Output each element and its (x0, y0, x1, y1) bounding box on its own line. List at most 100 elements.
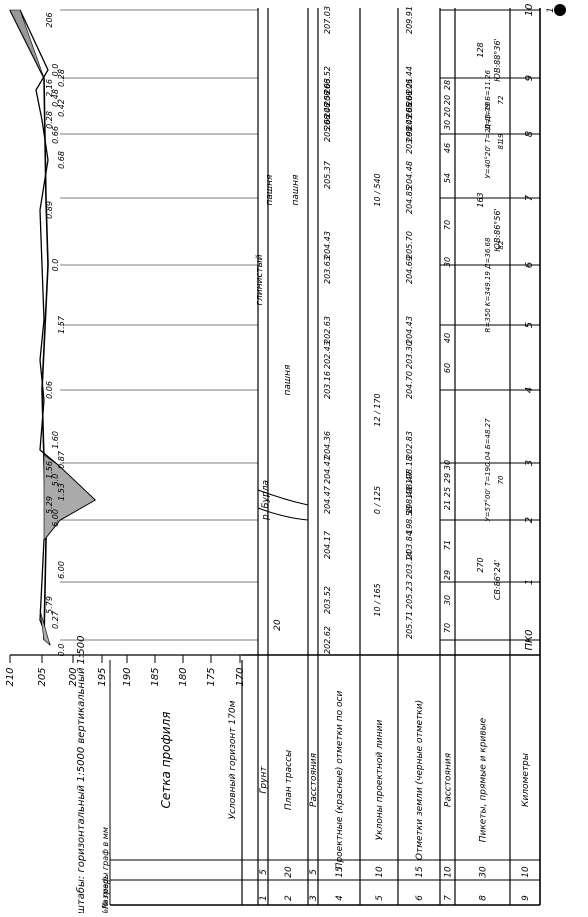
ground-elevation: 198.18 (405, 456, 414, 484)
distance-label: 30 (443, 120, 452, 130)
row-number: 3 (309, 895, 319, 901)
design-elevation: 202.62 (323, 626, 332, 654)
river-bank (257, 489, 309, 506)
terrain-profile (9, 9, 309, 646)
ground-elevation: 203.94 (405, 126, 414, 154)
distance-label: 60 (443, 363, 452, 373)
work-mark: 0.89 (45, 201, 54, 219)
design-elevation: 207.03 (323, 6, 332, 34)
row-size: 10 (444, 866, 454, 878)
design-elevation: 206.47 (323, 101, 332, 130)
design-elevation: 202.63 (323, 316, 332, 344)
curve-label: Д=6.79 Б=11.26 (484, 70, 492, 131)
row-number: 1 (259, 895, 269, 901)
header-no: №№ граф (101, 877, 110, 913)
distance-label: 29 (443, 570, 452, 580)
distance-label: 30 (443, 595, 452, 605)
ground-elevation: 203.14 (405, 551, 414, 579)
work-mark: 0.28 (45, 111, 54, 129)
distance-label: 20 (443, 107, 452, 117)
work-mark: 0.66 (51, 126, 60, 144)
slope-label: 10 / 165 (373, 583, 382, 616)
work-mark: 0.48 (51, 89, 60, 107)
row-size: 30 (479, 866, 489, 878)
km-marker-dot (554, 4, 566, 16)
design-elevation: 205.37 (323, 160, 332, 189)
row-size: 5 (259, 869, 269, 875)
row-number: 7 (444, 895, 454, 901)
design-elevation: 203.52 (323, 586, 332, 614)
axis-tick-label: 200 (68, 667, 79, 686)
distance-label: 70 (443, 220, 452, 230)
ground-elevation: 204.69 (405, 256, 414, 284)
work-mark: 0.27 (51, 610, 60, 629)
work-mark: 5.79 (45, 596, 54, 614)
row-label: Километры (521, 753, 531, 807)
ground-elevation: 205.23 (405, 581, 414, 609)
km-marker: 1 (546, 7, 556, 13)
distance-label: 30 (443, 257, 452, 267)
row-number: 2 (284, 895, 294, 901)
distance-label: 71 (443, 540, 452, 550)
line-length: 270 (476, 557, 485, 572)
ground-elevation: 204.70 (405, 371, 414, 399)
work-mark: 1.57 (57, 315, 66, 334)
row-number: 5 (375, 895, 385, 901)
design-elevation: 206.57 (323, 89, 332, 118)
work-mark: 0.0 (57, 644, 66, 657)
work-mark: 0.87 (57, 450, 66, 469)
row-label: Отметки земли (черные отметки) (415, 700, 425, 860)
curve-label: У=57°00' T=190.04 Б=48.27 (484, 418, 492, 522)
distance-label: 40 (443, 333, 452, 343)
design-elevation: 204.47 (323, 485, 332, 514)
bearing-label: ЮВ:86°56' (493, 208, 502, 251)
ground-elevation: 198.47 (405, 470, 414, 499)
bearing-label: ЮВ:88°36' (493, 38, 502, 81)
ground-elevation: 205.70 (405, 231, 414, 259)
row-size: 20 (284, 866, 294, 878)
row-number: 4 (335, 895, 345, 901)
header-size: Размеры граф в мм (101, 827, 110, 909)
plan-label: пашня (265, 174, 275, 206)
work-mark: 0.06 (45, 381, 54, 399)
axis-tick-label: 170 (235, 667, 246, 686)
work-mark: 6.00 (57, 561, 66, 579)
ground-elevation: 203.30 (405, 341, 414, 369)
work-mark: 1.56 (45, 461, 54, 479)
ground-elevation: 205.71 (405, 611, 414, 639)
plus-point: 81 (497, 141, 505, 150)
design-elevation: 206.63 (323, 78, 332, 106)
ground-elevation: 198.58 (405, 506, 414, 534)
work-mark: 0.68 (57, 151, 66, 169)
work-mark: 0.0 (51, 64, 60, 77)
ground-elevation: 205.47 (405, 113, 414, 142)
work-mark: 5.29 (45, 496, 54, 514)
picket-label: 8 (524, 131, 535, 137)
row-number: 6 (415, 895, 425, 901)
picket-label: 9 (524, 75, 535, 81)
slope-label: 12 / 170 (373, 393, 382, 426)
scale-caption: Масштабы: горизонтальный 1:5000 вертикал… (75, 636, 87, 913)
ground-elevation: 198.41 (405, 486, 414, 514)
slope-label: 0 / 125 (373, 486, 382, 514)
bearing-label: СВ:86°24' (493, 560, 502, 600)
axis-tick-label: 195 (97, 667, 108, 686)
picket-label: 4 (524, 387, 535, 393)
line-length: 163 (476, 192, 485, 207)
distance-label: 29 (443, 473, 452, 483)
ground-elevation: 204.85 (405, 186, 414, 214)
distance-label: 46 (443, 143, 452, 153)
distance-label: 25 (443, 487, 452, 497)
work-mark: 6.00 (51, 509, 60, 527)
row-number: 9 (521, 895, 531, 901)
distance-label: 30 (443, 460, 452, 470)
axis-tick-label: 185 (150, 667, 161, 686)
picket-label: ПК0 (524, 630, 535, 651)
cut-fill-area (9, 9, 45, 79)
picket-label: 10 (524, 4, 535, 17)
work-mark: 5.0 (51, 474, 60, 487)
design-elevation: 203.16 (323, 371, 332, 399)
